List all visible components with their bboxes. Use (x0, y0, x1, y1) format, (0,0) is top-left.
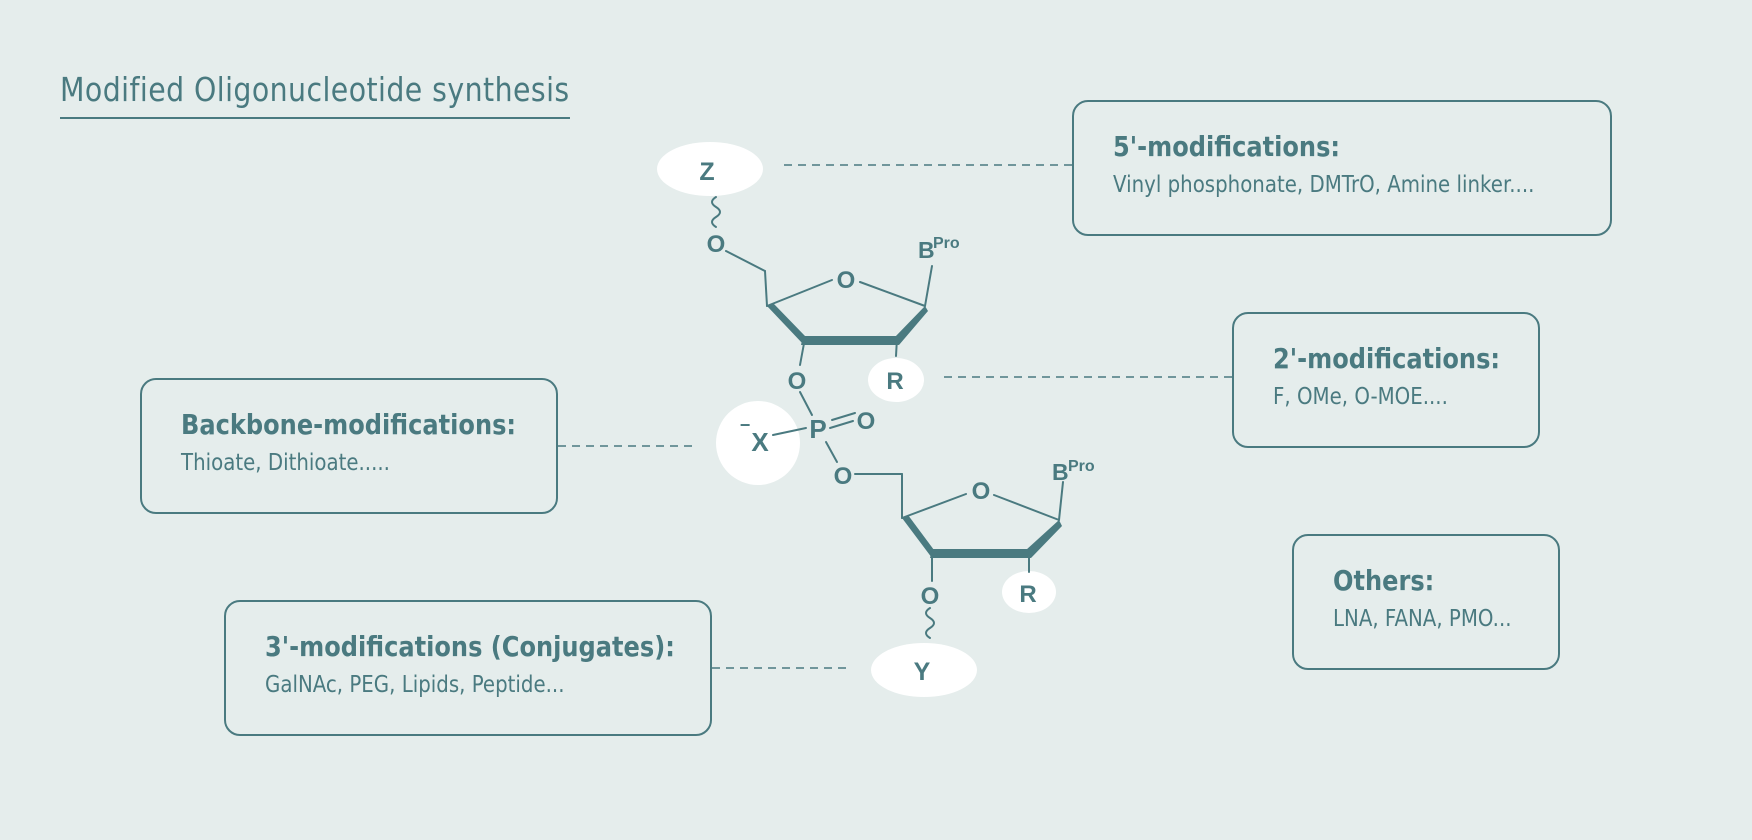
r2-label: R (1019, 581, 1036, 608)
page-title: Modified Oligonucleotide synthesis (60, 70, 570, 119)
two-prime-modifications-box: 2'-modifications: F, OMe, O-MOE.... (1232, 312, 1540, 448)
z-highlight (657, 142, 763, 196)
ring2-wedge-left (902, 515, 934, 558)
ring2-bold-bond (930, 549, 1031, 558)
o3-ring2-label: O (921, 583, 940, 610)
five-prime-heading: 5'-modifications: (1113, 130, 1341, 163)
ring1-wedge-right (894, 306, 928, 345)
backbone-heading: Backbone-modifications: (181, 408, 517, 441)
p-double-o-label: O (857, 408, 876, 435)
backbone-modifications-box: Backbone-modifications: Thioate, Dithioa… (140, 378, 558, 514)
base2-sup: Pro (1068, 458, 1095, 475)
o5-ring2-label: O (834, 463, 853, 490)
r1-label: R (886, 368, 903, 395)
three-prime-modifications-box: 3'-modifications (Conjugates): GalNAc, P… (224, 600, 712, 736)
two-prime-text: F, OMe, O-MOE.... (1273, 384, 1448, 410)
others-modifications-box: Others: LNA, FANA, PMO... (1292, 534, 1560, 670)
ring2-o-label: O (972, 478, 991, 505)
r1-highlight (868, 358, 924, 402)
base2-label: B (1052, 459, 1069, 485)
y-wavy-bond (925, 607, 935, 639)
r2-highlight (1002, 571, 1056, 613)
y-highlight (871, 643, 977, 697)
ring1-bold-bond (801, 336, 899, 345)
x-label: X (751, 427, 769, 457)
y-label: Y (914, 658, 931, 686)
z-label: Z (699, 158, 714, 186)
backbone-text: Thioate, Dithioate..... (181, 450, 390, 476)
two-prime-heading: 2'-modifications: (1273, 342, 1501, 375)
ring2-wedge-right (1026, 520, 1062, 558)
others-heading: Others: (1333, 564, 1435, 597)
base1-label: B (918, 237, 935, 263)
three-prime-heading: 3'-modifications (Conjugates): (265, 630, 675, 663)
three-prime-text: GalNAc, PEG, Lipids, Peptide... (265, 672, 565, 698)
x-highlight (716, 401, 800, 485)
five-prime-text: Vinyl phosphonate, DMTrO, Amine linker..… (1113, 172, 1535, 198)
base1-sup: Pro (933, 235, 960, 252)
five-prime-modifications-box: 5'-modifications: Vinyl phosphonate, DMT… (1072, 100, 1612, 236)
x-charge: − (740, 415, 751, 435)
others-text: LNA, FANA, PMO... (1333, 606, 1512, 632)
z-wavy-bond (711, 196, 721, 228)
ring1-o-label: O (837, 267, 856, 294)
o3-label: O (788, 368, 807, 395)
ring1-wedge-left (767, 303, 805, 344)
o5-label: O (707, 231, 726, 258)
p-label: P (809, 414, 826, 444)
